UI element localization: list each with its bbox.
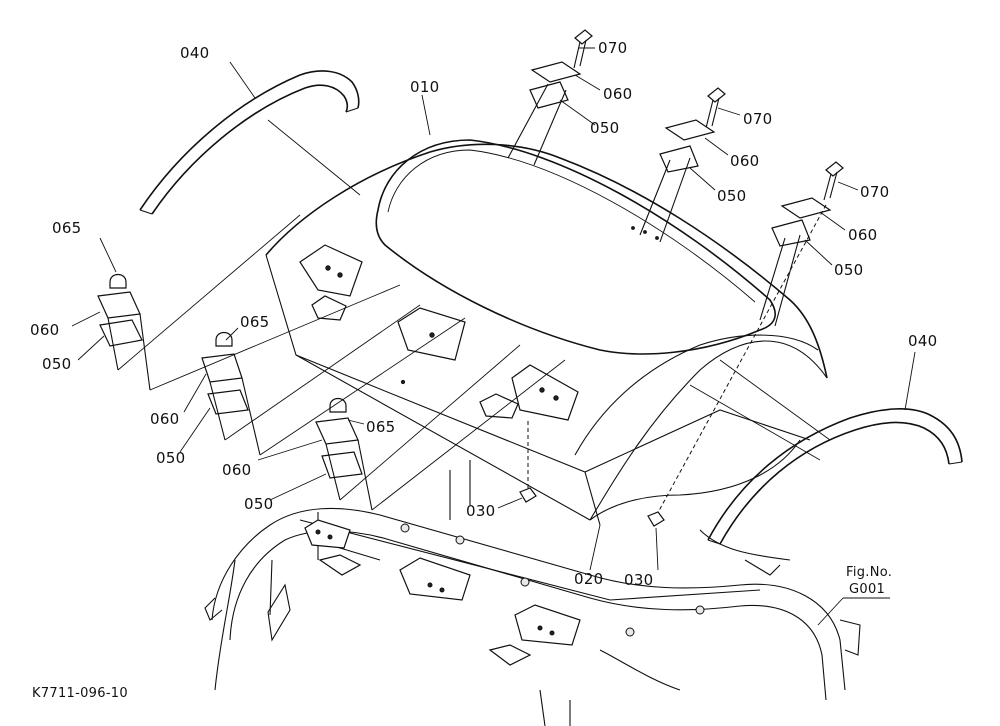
leader-lines <box>71 47 916 626</box>
label-030-left: 030 <box>466 502 496 520</box>
fastener-set-top-1 <box>507 29 593 166</box>
label-050-top-1: 050 <box>590 119 620 137</box>
trim-strip-040-left <box>139 70 360 215</box>
label-030-right: 030 <box>624 571 654 589</box>
label-070-top-3: 070 <box>860 183 890 201</box>
label-040-left: 040 <box>180 44 210 62</box>
label-060-side-1: 060 <box>30 321 60 339</box>
fastener-set-top-2 <box>639 87 726 243</box>
roof-panel-010 <box>265 139 828 521</box>
label-050-side-3: 050 <box>244 495 274 513</box>
fastener-set-side-3 <box>315 397 373 511</box>
label-060-top-3: 060 <box>848 226 878 244</box>
fastener-set-side-2 <box>201 331 261 456</box>
label-070-top-2: 070 <box>743 110 773 128</box>
nut-030-1 <box>519 420 537 503</box>
label-050-top-3: 050 <box>834 261 864 279</box>
label-010: 010 <box>410 78 440 96</box>
fastener-set-side-1 <box>97 273 151 391</box>
nut-030-2 <box>647 511 665 527</box>
label-070-top-1: 070 <box>598 39 628 57</box>
cab-frame <box>204 460 861 726</box>
label-065-side-3: 065 <box>366 418 396 436</box>
label-060-side-2: 060 <box>150 410 180 428</box>
label-060-top-2: 060 <box>730 152 760 170</box>
trim-strip-040-right <box>707 408 963 545</box>
fig-ref-line1: Fig.No. <box>846 565 892 580</box>
fastener-set-top-3 <box>654 161 844 519</box>
label-050-side-2: 050 <box>156 449 186 467</box>
label-060-top-1: 060 <box>603 85 633 103</box>
label-065-side-2: 065 <box>240 313 270 331</box>
label-040-right: 040 <box>908 332 938 350</box>
label-050-top-2: 050 <box>717 187 747 205</box>
label-050-side-1: 050 <box>42 355 72 373</box>
label-020: 020 <box>574 570 604 588</box>
fig-ref-line2: G001 <box>849 582 885 597</box>
label-065-side-1: 065 <box>52 219 82 237</box>
label-060-side-3: 060 <box>222 461 252 479</box>
drawing-code: K7711-096-10 <box>32 686 128 701</box>
